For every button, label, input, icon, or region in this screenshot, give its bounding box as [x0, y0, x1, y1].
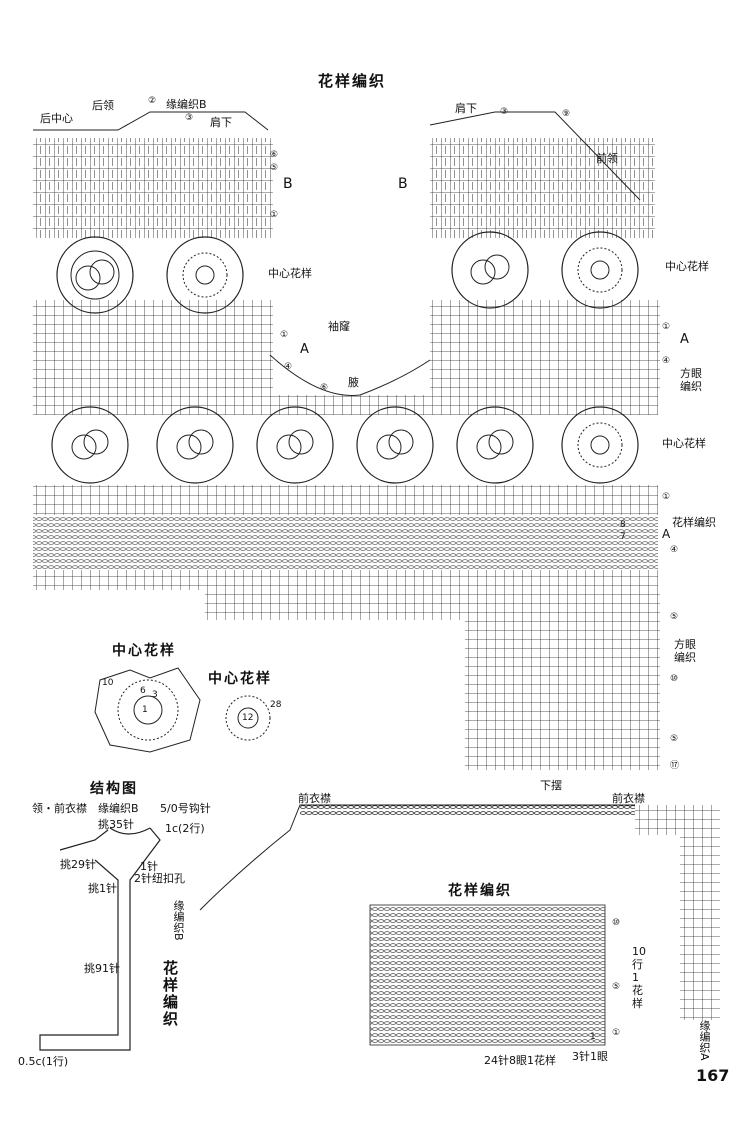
label-edge-a-vert: 缘编织A: [698, 1020, 711, 1061]
structure-pick1: 挑1针: [88, 882, 117, 895]
back-panel-chart: [33, 111, 273, 395]
marker-circle: ④: [670, 545, 679, 555]
marker-circle: ②: [148, 96, 157, 106]
title-top: 花样编织: [318, 72, 387, 90]
marker-circle: ⑩: [670, 674, 679, 684]
marker-circle: ⑤: [270, 163, 279, 173]
label-sleeve: 袖窿: [328, 320, 350, 333]
label-edge-b: 缘编织B: [166, 98, 207, 111]
motif-number: 7: [620, 532, 626, 542]
label-square-mesh-2: 方眼编织: [674, 638, 696, 664]
note-right: 3针1眼: [572, 1050, 608, 1063]
tick-number: 1: [590, 1032, 596, 1042]
center-motif-detail: [94, 667, 271, 753]
title-center-motif-2: 中心花样: [208, 671, 272, 687]
label-edge-b-vert: 缘编织B: [172, 900, 185, 941]
front-motif-row: [451, 231, 639, 309]
label-back-a: A: [300, 342, 309, 357]
label-hem: 下摆: [540, 779, 562, 792]
marker-circle: ⑤: [670, 734, 679, 744]
marker-circle: ①: [612, 1028, 621, 1038]
motif-number: 8: [620, 520, 626, 530]
motif-number: 12: [242, 713, 254, 723]
structure-edge: 缘编织B: [98, 802, 139, 815]
label-back-neck: 后领: [92, 99, 114, 112]
structure-collar: 领・前衣襟: [32, 802, 87, 815]
label-underarm: 腋: [348, 376, 359, 389]
edging-chart: [199, 804, 720, 1046]
label-rows: 10行1花样: [632, 945, 646, 1010]
title-center-motif-1: 中心花样: [112, 643, 176, 659]
page-number: 167: [696, 1066, 730, 1085]
marker-circle: ①: [280, 330, 289, 340]
title-bottom: 花样编织: [448, 883, 512, 899]
title-vertical: 花样编织: [161, 960, 179, 1028]
label-back-b: B: [283, 176, 293, 192]
structure-outline: [39, 827, 161, 1051]
structure-pick35: 挑35针: [98, 818, 134, 831]
structure-pick29: 挑29针: [60, 858, 96, 871]
label-front-center-pattern-2: 中心花样: [662, 437, 706, 450]
back-motif-row: [56, 236, 244, 314]
structure-c2: 1c(2行): [165, 822, 205, 835]
front-panel-chart: [429, 111, 660, 395]
marker-circle: ⑨: [562, 109, 571, 119]
label-placket-left: 前衣襟: [298, 792, 331, 805]
marker-circle: ⑥: [320, 383, 329, 393]
motif-number: 28: [270, 700, 282, 710]
marker-circle: ④: [662, 356, 671, 366]
marker-circle: ①: [270, 210, 279, 220]
label-back-shoulder: 肩下: [210, 116, 232, 129]
structure-hook: 5/0号钩针: [160, 802, 211, 815]
label-front-a-2: A: [662, 527, 671, 541]
marker-circle: ③: [500, 107, 509, 117]
label-pattern-knit: 花样编织: [672, 516, 716, 529]
structure-half: 0.5c(1行): [18, 1055, 69, 1068]
motif-number: 10: [102, 678, 114, 688]
title-structure: 结构图: [90, 781, 138, 797]
marker-circle: ⑤: [612, 982, 621, 992]
structure-one-stitch: 1针: [140, 860, 158, 873]
label-square-mesh: 方眼编织: [680, 367, 702, 393]
marker-circle: ⑤: [670, 612, 679, 622]
marker-circle: ⑰: [670, 761, 680, 771]
marker-circle: ③: [185, 113, 194, 123]
marker-circle: ④: [284, 362, 293, 372]
label-center-back: 后中心: [40, 112, 73, 125]
marker-circle: ①: [662, 492, 671, 502]
label-placket-right: 前衣襟: [612, 792, 645, 805]
note-left: 24针8眼1花样: [484, 1054, 556, 1067]
marker-circle: ①: [662, 322, 671, 332]
structure-buttonhole: 2针纽扣孔: [134, 872, 185, 885]
motif-number: 1: [142, 705, 148, 715]
structure-pick91: 挑91针: [84, 962, 120, 975]
label-back-center-pattern: 中心花样: [268, 267, 312, 280]
label-front-center-pattern: 中心花样: [665, 260, 709, 273]
label-front-a: A: [680, 332, 689, 347]
marker-circle: ⑩: [612, 918, 621, 928]
marker-circle: ⑥: [270, 150, 279, 160]
motif-number: 6: [140, 686, 146, 696]
label-front-neck: 前领: [596, 152, 618, 165]
label-front-shoulder: 肩下: [455, 102, 477, 115]
label-front-b: B: [398, 176, 408, 192]
body-band-chart: [33, 395, 660, 770]
motif-number: 3: [152, 690, 158, 700]
